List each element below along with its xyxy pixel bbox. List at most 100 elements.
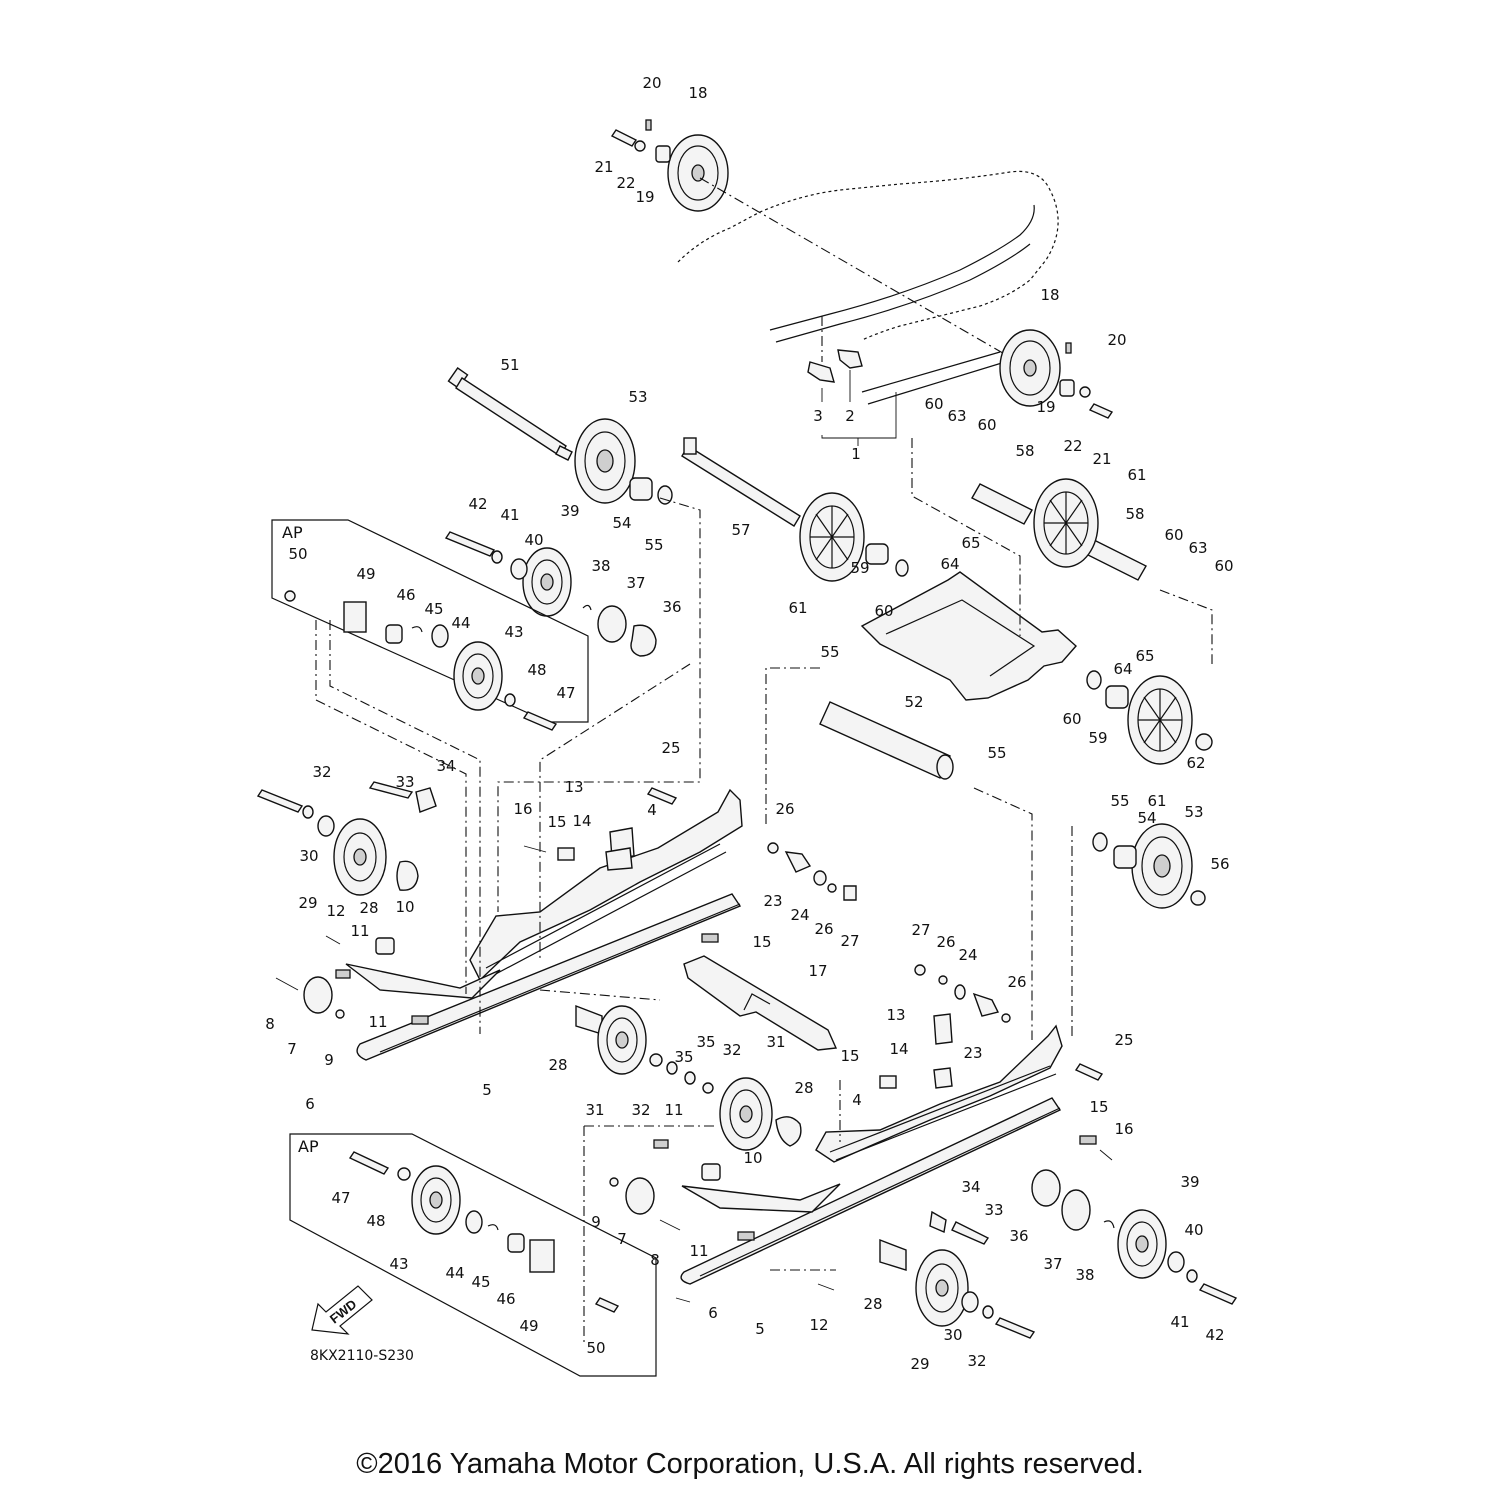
idler-wheel-18-right bbox=[999, 329, 1114, 419]
clips-2-3 bbox=[807, 316, 897, 446]
rail-left-upper bbox=[345, 788, 743, 1061]
fwd-label: FWD bbox=[327, 1296, 360, 1326]
callout-10: 10 bbox=[743, 1149, 762, 1167]
callout-47: 47 bbox=[556, 684, 575, 702]
wheel-39-upper bbox=[444, 531, 657, 657]
callout-23: 23 bbox=[763, 892, 782, 910]
callout-11: 11 bbox=[350, 922, 369, 940]
callout-64: 64 bbox=[1113, 660, 1132, 678]
shaft-57 bbox=[681, 437, 801, 527]
callout-5: 5 bbox=[482, 1081, 492, 1099]
callout-40: 40 bbox=[1184, 1221, 1203, 1239]
idler-wheel-18-top bbox=[610, 119, 729, 212]
callout-58: 58 bbox=[1015, 442, 1034, 460]
callout-18: 18 bbox=[688, 84, 707, 102]
callout-60: 60 bbox=[977, 416, 996, 434]
callout-40: 40 bbox=[524, 531, 543, 549]
callout-32: 32 bbox=[312, 763, 331, 781]
callout-32: 32 bbox=[967, 1352, 986, 1370]
callout-26: 26 bbox=[775, 800, 794, 818]
callout-56: 56 bbox=[1210, 855, 1229, 873]
dash-leaders bbox=[315, 438, 1213, 1344]
copyright-notice: ©2016 Yamaha Motor Corporation, U.S.A. A… bbox=[356, 1448, 1144, 1480]
callout-20: 20 bbox=[642, 74, 661, 92]
callout-9: 9 bbox=[324, 1051, 334, 1069]
callout-29: 29 bbox=[910, 1355, 929, 1373]
callout-24: 24 bbox=[958, 946, 977, 964]
rear-arm-frame bbox=[860, 571, 1077, 701]
callout-60: 60 bbox=[874, 602, 893, 620]
callout-60: 60 bbox=[924, 395, 943, 413]
callout-46: 46 bbox=[396, 586, 415, 604]
callout-8: 8 bbox=[265, 1015, 275, 1033]
callout-43: 43 bbox=[504, 623, 523, 641]
callout-18: 18 bbox=[1040, 286, 1059, 304]
callout-15: 15 bbox=[840, 1047, 859, 1065]
callout-7: 7 bbox=[617, 1230, 627, 1248]
callout-55: 55 bbox=[1110, 792, 1129, 810]
callout-55: 55 bbox=[644, 536, 663, 554]
callout-37: 37 bbox=[626, 574, 645, 592]
callout-29: 29 bbox=[298, 894, 317, 912]
callout-2: 2 bbox=[845, 407, 855, 425]
callout-46: 46 bbox=[496, 1290, 515, 1308]
frame-17 bbox=[683, 955, 838, 1051]
callout-37: 37 bbox=[1043, 1255, 1062, 1273]
callout-23: 23 bbox=[963, 1044, 982, 1062]
callout-55: 55 bbox=[820, 643, 839, 661]
callout-44: 44 bbox=[451, 614, 470, 632]
ap-box-upper bbox=[271, 519, 589, 731]
callout-7: 7 bbox=[287, 1040, 297, 1058]
callout-34: 34 bbox=[961, 1178, 980, 1196]
callout-15: 15 bbox=[547, 813, 566, 831]
callout-1: 1 bbox=[851, 445, 861, 463]
callout-26: 26 bbox=[1007, 973, 1026, 991]
callout-49: 49 bbox=[519, 1317, 538, 1335]
callout-35: 35 bbox=[696, 1033, 715, 1051]
callout-60: 60 bbox=[1062, 710, 1081, 728]
track-belt bbox=[677, 170, 1059, 405]
callout-49: 49 bbox=[356, 565, 375, 583]
callout-50: 50 bbox=[586, 1339, 605, 1357]
callout-53: 53 bbox=[1184, 803, 1203, 821]
callout-58: 58 bbox=[1125, 505, 1144, 523]
callout-13: 13 bbox=[564, 778, 583, 796]
callout-12: 12 bbox=[326, 902, 345, 920]
callout-41: 41 bbox=[500, 506, 519, 524]
callout-60: 60 bbox=[1214, 557, 1233, 575]
callout-63: 63 bbox=[1188, 539, 1207, 557]
callout-31: 31 bbox=[766, 1033, 785, 1051]
wheel-61-lower bbox=[1086, 670, 1213, 765]
callout-17: 17 bbox=[808, 962, 827, 980]
callout-59: 59 bbox=[850, 559, 869, 577]
callout-38: 38 bbox=[591, 557, 610, 575]
callout-62: 62 bbox=[1186, 754, 1205, 772]
callout-6: 6 bbox=[305, 1095, 315, 1113]
callout-38: 38 bbox=[1075, 1266, 1094, 1284]
callout-65: 65 bbox=[1135, 647, 1154, 665]
callout-22: 22 bbox=[1063, 437, 1082, 455]
callout-60: 60 bbox=[1164, 526, 1183, 544]
callout-35: 35 bbox=[674, 1048, 693, 1066]
callout-45: 45 bbox=[424, 600, 443, 618]
callout-42: 42 bbox=[1205, 1326, 1224, 1344]
shaft-58-right bbox=[1085, 539, 1147, 581]
callout-11: 11 bbox=[689, 1242, 708, 1260]
callout-41: 41 bbox=[1170, 1313, 1189, 1331]
callout-44: 44 bbox=[445, 1264, 464, 1282]
callout-51: 51 bbox=[500, 356, 519, 374]
callout-20: 20 bbox=[1107, 331, 1126, 349]
drawing-code: 8KX2110-S230 bbox=[310, 1348, 414, 1364]
left-side-parts bbox=[256, 781, 437, 1025]
callout-48: 48 bbox=[366, 1212, 385, 1230]
callout-28: 28 bbox=[794, 1079, 813, 1097]
wheel-61-right bbox=[1033, 478, 1099, 568]
callout-50: 50 bbox=[288, 545, 307, 563]
callout-21: 21 bbox=[1092, 450, 1111, 468]
callout-30: 30 bbox=[299, 847, 318, 865]
callout-36: 36 bbox=[1009, 1227, 1028, 1245]
callout-33: 33 bbox=[395, 773, 414, 791]
callout-28: 28 bbox=[548, 1056, 567, 1074]
callout-22: 22 bbox=[616, 174, 635, 192]
